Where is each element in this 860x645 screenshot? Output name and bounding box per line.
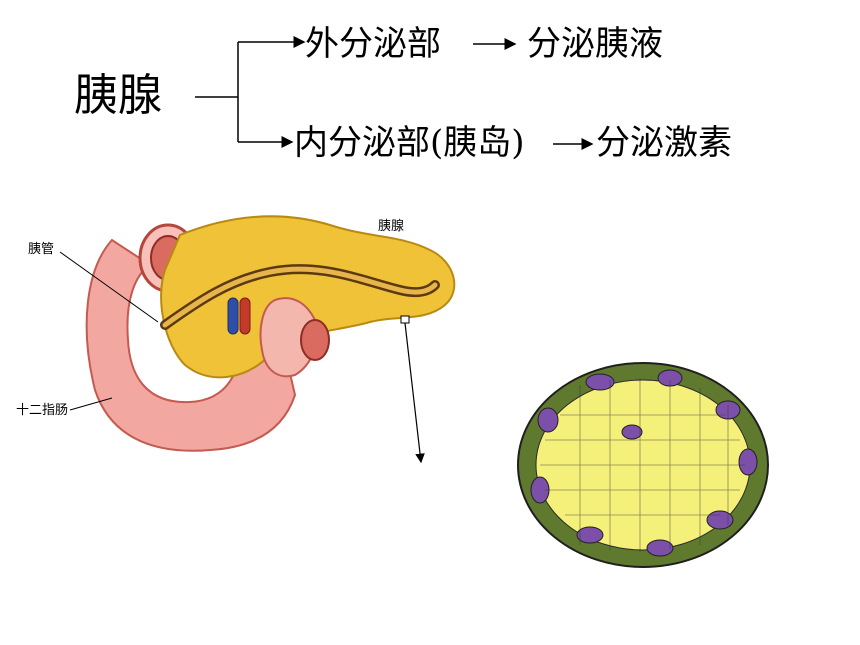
vein-vessel — [227, 297, 239, 335]
cell-grid — [540, 378, 745, 552]
artery-vessel — [239, 297, 251, 335]
branch-endocrine-result: 分泌激素 — [596, 123, 732, 163]
delta-cells — [530, 369, 758, 557]
bracket-connector — [195, 36, 306, 148]
branch-exocrine-result: 分泌胰液 — [527, 24, 663, 64]
pancreas-illustration — [59, 215, 456, 464]
label-pancreatic-duct: 胰管 — [28, 242, 55, 257]
label-duodenum: 十二指肠 — [16, 403, 69, 418]
islet-marker — [400, 315, 410, 324]
branch-endocrine-label: 内分泌部(胰岛) — [294, 123, 525, 163]
islet-illustration — [517, 362, 769, 568]
branch-exocrine-label: 外分泌部 — [305, 24, 441, 64]
intestine-opening — [300, 319, 330, 361]
title-pancreas: 胰腺 — [74, 70, 162, 121]
label-pancreas: 胰腺 — [378, 219, 405, 234]
zoom-arrow — [404, 322, 425, 464]
